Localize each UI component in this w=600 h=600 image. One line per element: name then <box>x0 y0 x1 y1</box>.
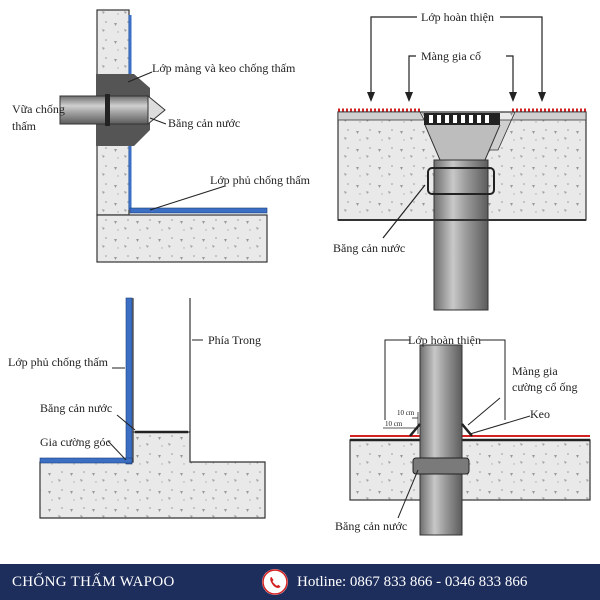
label-waterstop-br: Băng cản nước <box>335 519 407 533</box>
label-collar-br-2: cường cổ ống <box>512 380 578 394</box>
panel-wall-pipe: Lớp màng và keo chống thấm Vữa chống thấ… <box>12 9 311 263</box>
label-mortar-2: thấm <box>12 119 37 133</box>
label-glue: Keo <box>530 407 550 421</box>
label-mortar-1: Vữa chống <box>12 102 65 116</box>
wall-coating <box>125 297 133 465</box>
label-membrane: Lớp màng và keo chống thấm <box>152 61 296 75</box>
label-waterstop-tr: Băng cản nước <box>333 241 405 255</box>
label-waterstop-bl: Băng cản nước <box>40 401 112 415</box>
foundation-slab <box>39 431 266 519</box>
label-finish-br: Lớp hoàn thiện <box>408 333 481 347</box>
label-coating-tl: Lớp phủ chống thấm <box>210 173 311 187</box>
label-collar-tr: Màng gia cố <box>421 49 481 63</box>
label-finish-tr: Lớp hoàn thiện <box>421 10 494 24</box>
vertical-pipe-drain <box>433 159 489 311</box>
pipe-waterstop <box>105 94 110 126</box>
label-waterstop-tl: Băng cản nước <box>168 116 240 130</box>
floor-coating-bl <box>39 457 133 464</box>
horizontal-pipe <box>59 95 149 125</box>
hotline-text[interactable]: Hotline: 0867 833 866 - 0346 833 866 <box>297 573 528 590</box>
footer-bar: CHỐNG THẤM WAPOO Hotline: 0867 833 866 -… <box>0 564 600 600</box>
label-dim-v: 10 cm <box>397 409 415 417</box>
floor-coating <box>129 207 268 214</box>
label-coating-bl: Lớp phủ chống thấm <box>8 355 109 369</box>
phone-icon[interactable] <box>262 569 288 595</box>
label-inside: Phía Trong <box>208 333 261 347</box>
waterproofing-diagram: Lớp màng và keo chống thấm Vữa chống thấ… <box>8 9 591 536</box>
waterstop-ring <box>427 167 495 195</box>
panel-floor-drain: Lớp hoàn thiện Màng gia cố Băng cản nước <box>333 10 587 311</box>
brand-name: CHỐNG THẤM WAPOO <box>12 573 175 590</box>
floor-slab <box>96 214 268 263</box>
floor-slab-br <box>349 439 591 501</box>
panel-wall-corner: Lớp phủ chống thấm Phía Trong Băng cản n… <box>8 297 266 519</box>
label-collar-br-1: Màng gia <box>512 364 558 378</box>
waterstop-ring-br <box>412 457 470 475</box>
label-corner: Gia cường góc <box>40 435 111 449</box>
panel-pipe-through-floor: 10 cm 10 cm Lớp hoàn thiện Màng gia cườn… <box>335 333 591 536</box>
vertical-pipe-floor <box>419 344 463 536</box>
label-dim-h: 10 cm <box>385 420 403 428</box>
